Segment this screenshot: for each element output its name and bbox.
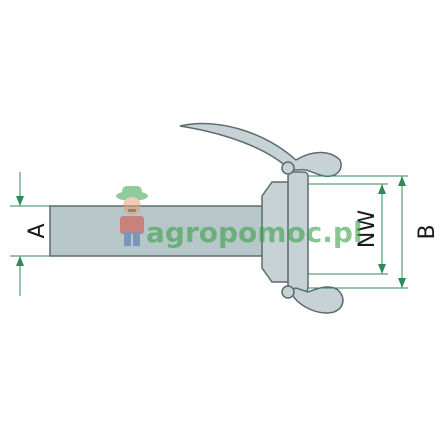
nw-dimension-label: NW (355, 210, 380, 248)
upper-pivot (281, 161, 295, 175)
a-arrow-bottom (16, 256, 24, 266)
b-dimension-label: B (415, 224, 440, 239)
lower-claw (289, 286, 344, 314)
nw-arrow-bottom (378, 264, 386, 274)
nw-arrow-top (378, 184, 386, 194)
b-arrow-top (398, 176, 406, 186)
b-arrow-bottom (398, 278, 406, 288)
watermark-text: agropomoc.pl (146, 216, 363, 249)
upper-lever (179, 122, 342, 178)
watermark-mascot-logo (116, 186, 148, 246)
a-dimension-label: A (25, 223, 50, 238)
lower-pivot (281, 285, 295, 299)
pipe-tail (49, 205, 271, 257)
a-arrow-top (16, 196, 24, 206)
